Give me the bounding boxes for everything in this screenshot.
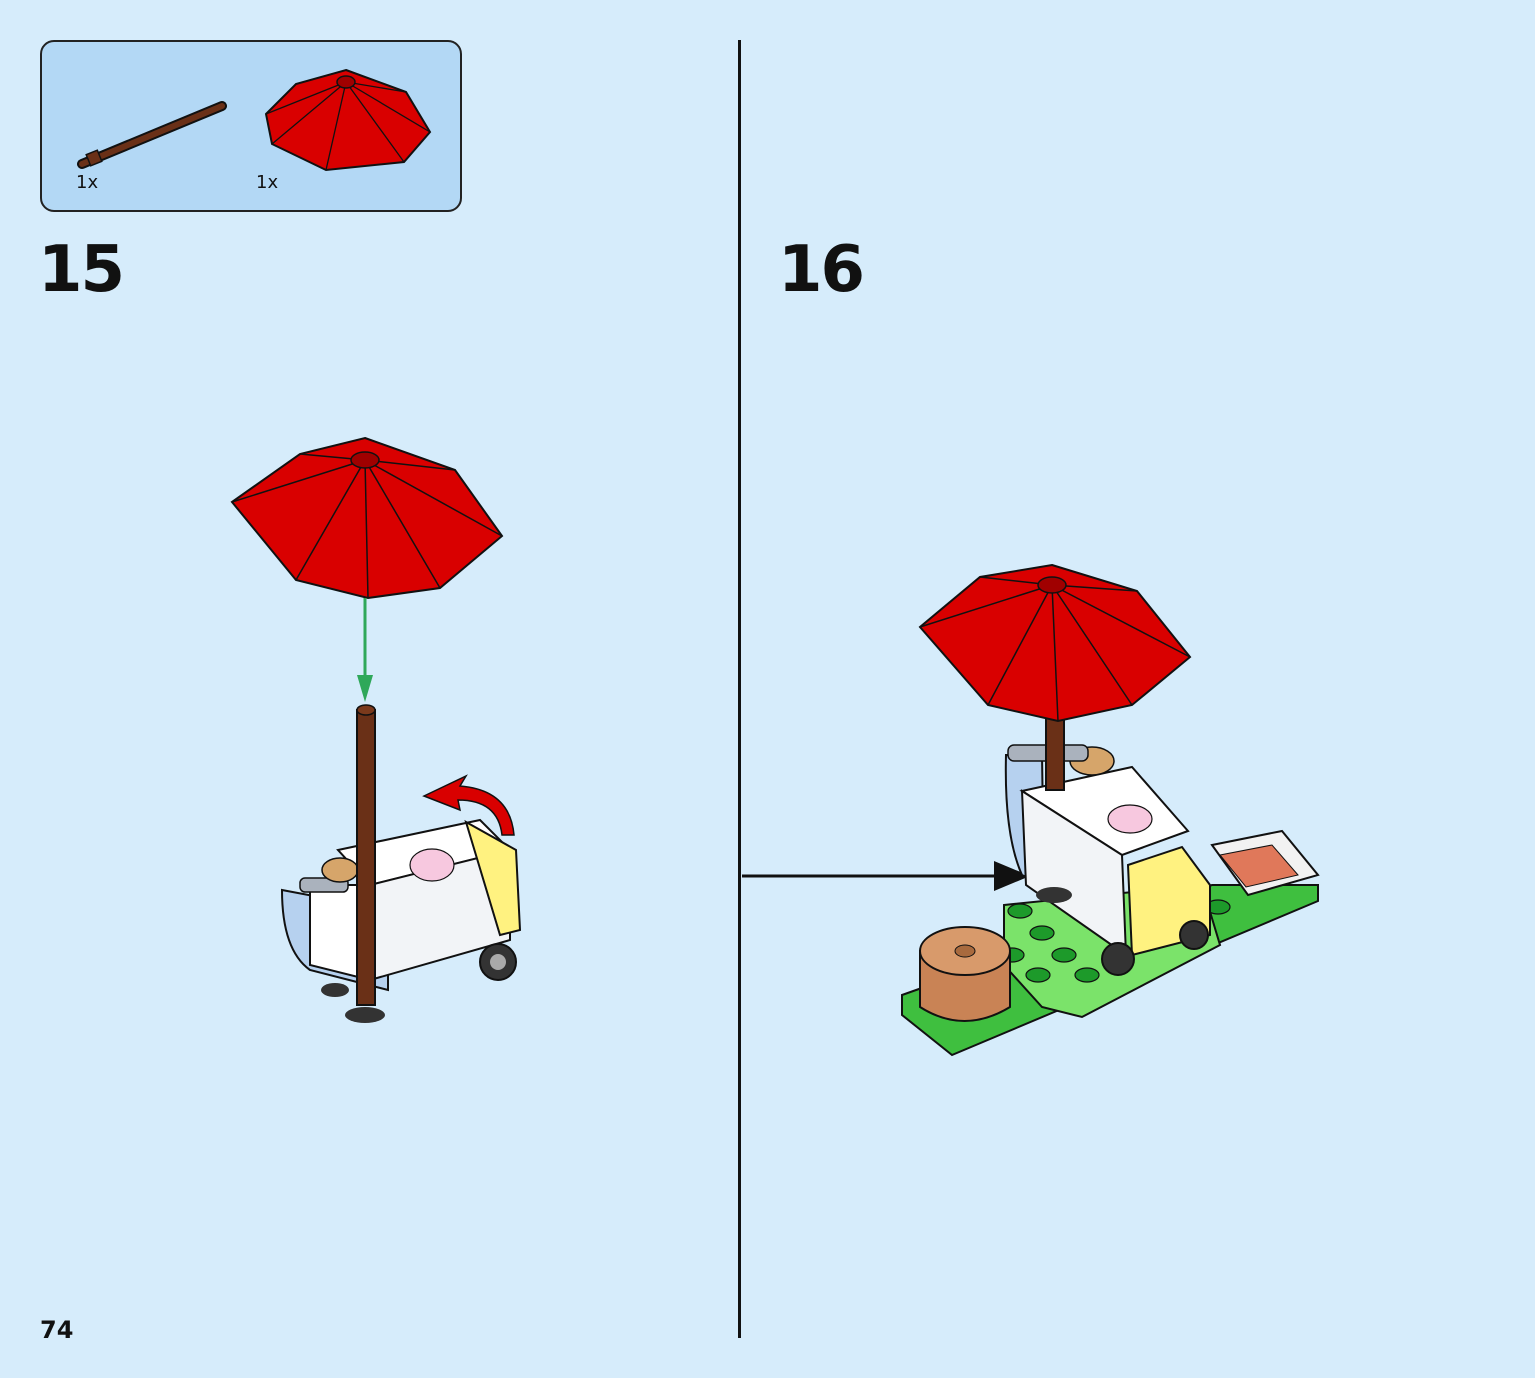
step-number-16: 16 <box>778 233 865 307</box>
cart-assembly <box>280 818 522 1023</box>
brown-bar-part-icon <box>77 101 227 169</box>
rotate-arrow-icon <box>422 774 515 836</box>
umbrella-canopy-installed <box>918 563 1192 723</box>
placement-arrow <box>742 861 1030 891</box>
parts-callout-box: 1x 1x <box>40 40 462 212</box>
part-count-umbrella: 1x <box>256 172 279 193</box>
brown-pole <box>356 704 376 1006</box>
step-15-illustration <box>230 436 522 1023</box>
grill-tile <box>1210 829 1320 897</box>
brown-barrel <box>919 926 1011 1022</box>
umbrella-canopy-part-icon <box>264 68 432 172</box>
step-divider <box>738 40 741 1338</box>
step-number-15: 15 <box>38 233 125 307</box>
assembly-arrow-down <box>357 598 373 702</box>
part-count-bar: 1x <box>76 172 99 193</box>
page-number: 74 <box>40 1316 74 1344</box>
umbrella-canopy <box>230 436 504 600</box>
step-16-illustration <box>742 563 1320 1057</box>
